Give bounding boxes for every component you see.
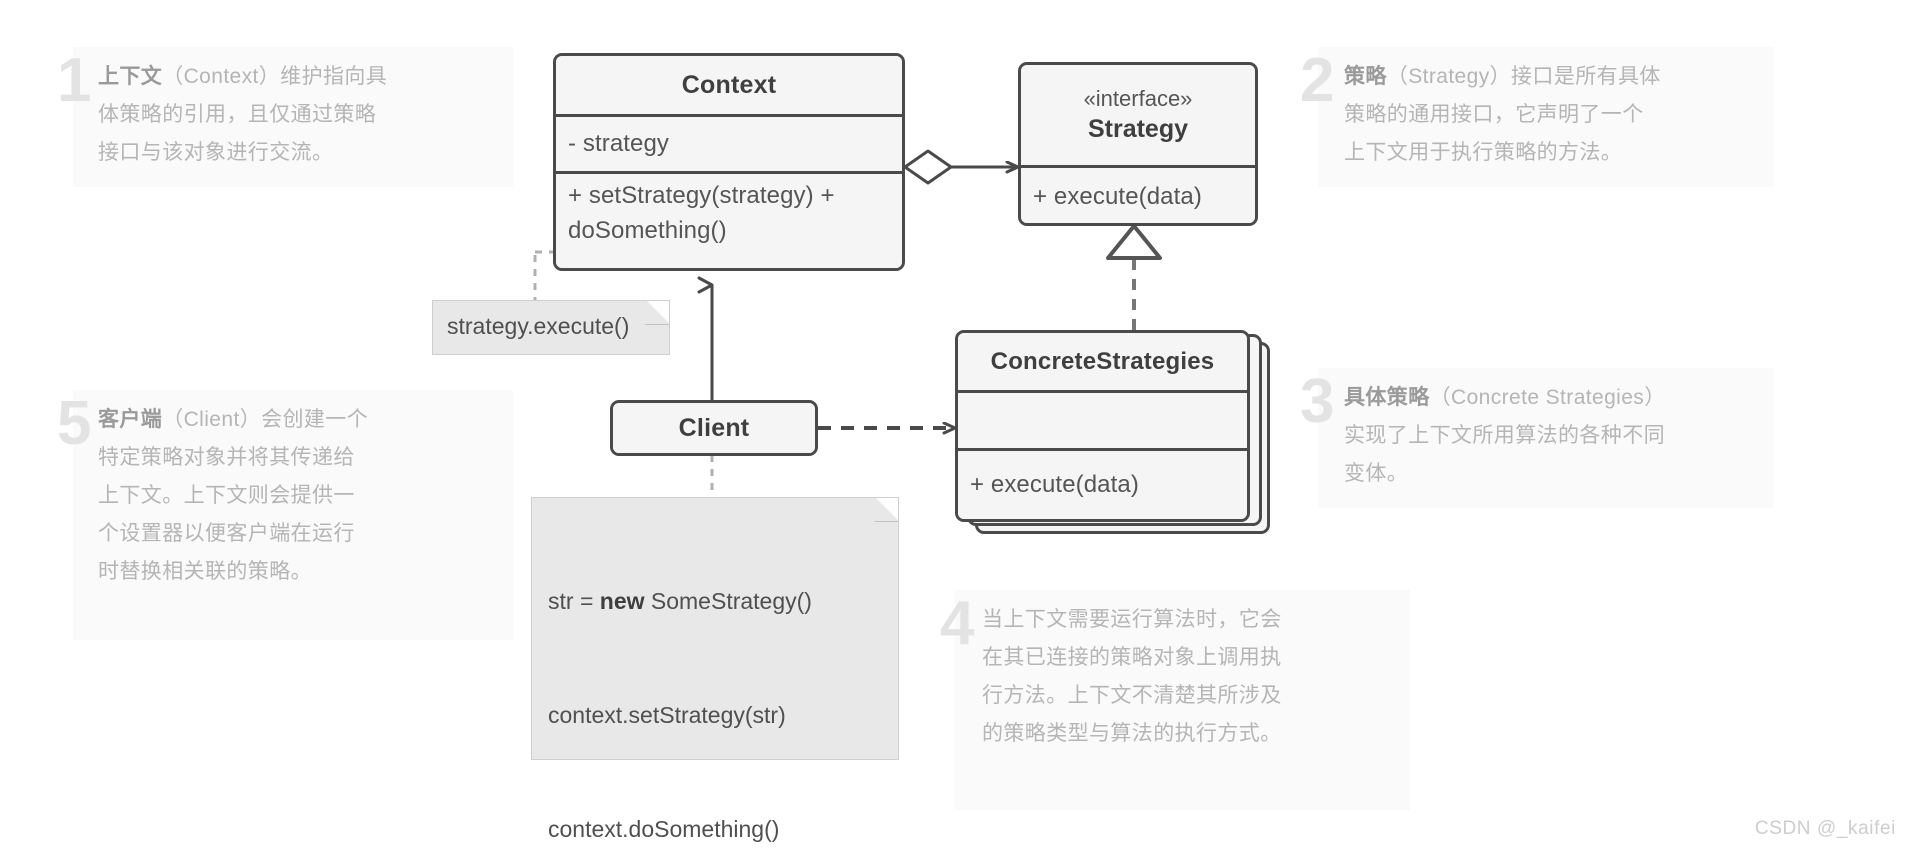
note-text-strategy-execute: strategy.execute() [447,313,630,339]
code-keyword-new-1: new [599,588,645,614]
annotation-panel-2 [1318,47,1773,187]
annotation-panel-1 [73,47,513,187]
annotation-body-5: （Client）会创建一个 特定策略对象并将其传递给 上下文。上下文则会提供一 … [98,408,369,583]
class-box-client[interactable]: Client [610,400,818,456]
annotation-body-2: （Strategy）接口是所有具体 策略的通用接口，它声明了一个 上下文用于执行… [1344,65,1661,164]
class-method-strategy-execute: + execute(data) [1021,165,1255,223]
annotation-panel-5 [73,390,513,640]
realization-concrete-to-strategy [1106,224,1162,330]
class-box-concrete-strategies[interactable]: ConcreteStrategies + execute(data) [955,330,1250,522]
code-line-1-a: str = [548,588,600,614]
annotation-panel-4 [955,590,1410,810]
class-stereotype-strategy: «interface» [1083,86,1193,111]
code-note-fold-corner-icon [876,498,898,520]
class-header-strategy: «interface» Strategy [1021,65,1255,165]
class-title-context: Context [556,56,902,114]
note-client-code: str = new SomeStrategy() context.setStra… [531,497,899,842]
annotation-lead-1: 上下文 [98,65,163,88]
annotation-body-1: （Context）维护指向具 体策略的引用，且仅通过策略 接口与该对象进行交流。 [98,65,388,164]
class-method-concrete-execute: + execute(data) [958,448,1247,519]
aggregation-context-to-strategy [903,149,1018,185]
class-attributes-concrete-empty [958,390,1247,448]
annotation-text-5: 客户端（Client）会创建一个 特定策略对象并将其传递给 上下文。上下文则会提… [98,401,518,591]
class-box-context[interactable]: Context - strategy + setStrategy(strateg… [553,53,905,271]
annotation-text-2: 策略（Strategy）接口是所有具体 策略的通用接口，它声明了一个 上下文用于… [1344,58,1784,172]
annotation-number-2: 2 [1300,46,1334,115]
annotation-body-4: 当上下文需要运行算法时，它会 在其已连接的策略对象上调用执 行方法。上下文不清楚… [982,608,1282,745]
class-field-context-strategy: - strategy [556,114,902,171]
class-box-strategy[interactable]: «interface» Strategy + execute(data) [1018,62,1258,226]
annotation-text-3: 具体策略（Concrete Strategies） 实现了上下文所用算法的各种不… [1344,379,1794,493]
code-line-1-c: SomeStrategy() [644,588,812,614]
annotation-lead-5: 客户端 [98,408,163,431]
annotation-body-3: （Concrete Strategies） 实现了上下文所用算法的各种不同 变体… [1344,386,1666,485]
annotation-number-5: 5 [57,389,91,458]
code-line-2: context.setStrategy(str) [548,702,786,728]
annotation-panel-3 [1318,368,1773,508]
annotation-number-3: 3 [1300,367,1334,436]
annotation-number-4: 4 [940,589,974,658]
code-line-1: str = new SomeStrategy() [548,582,882,620]
annotation-text-4: 当上下文需要运行算法时，它会 在其已连接的策略对象上调用执 行方法。上下文不清楚… [982,601,1422,753]
class-methods-context: + setStrategy(strategy) + doSomething() [556,171,902,268]
class-title-client: Client [613,403,815,453]
annotation-lead-2: 策略 [1344,65,1387,88]
note-fold-corner-icon [647,301,669,323]
code-line-3: context.doSomething() [548,816,780,842]
class-title-concrete-strategies: ConcreteStrategies [958,333,1247,390]
annotation-number-1: 1 [57,46,91,115]
annotation-text-1: 上下文（Context）维护指向具 体策略的引用，且仅通过策略 接口与该对象进行… [98,58,518,172]
note-strategy-execute: strategy.execute() [432,300,670,355]
class-title-strategy: Strategy [1087,115,1189,143]
annotation-lead-3: 具体策略 [1344,386,1430,409]
watermark: CSDN @_kaifei [1754,818,1896,839]
